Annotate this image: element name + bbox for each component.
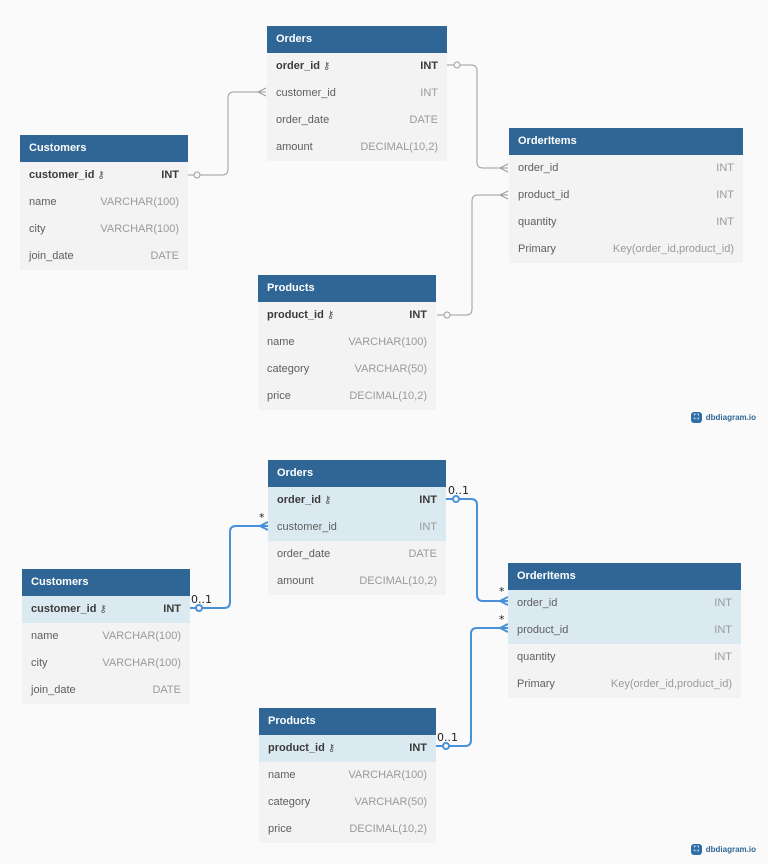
brand-text: dbdiagram.io <box>705 845 756 854</box>
cardinality-one-label: 0..1 <box>191 593 212 606</box>
one-end-circle <box>452 495 460 503</box>
dbdiagram-logo-icon: ⛶ <box>690 844 702 855</box>
key-icon: ⚷ <box>99 604 107 615</box>
edge-products-orderitems <box>436 627 508 747</box>
column-row[interactable]: customer_id⚷INT <box>29 169 179 181</box>
key-icon: ⚷ <box>323 61 331 72</box>
diagram-canvas-highlighted: 0..1 * 0..1 * 0..1 * Orders order_id⚷INT… <box>0 432 768 864</box>
key-icon: ⚷ <box>97 170 105 181</box>
cardinality-one-label: 0..1 <box>448 484 469 497</box>
key-icon: ⚷ <box>326 310 335 321</box>
cardinality-many-label: * <box>499 613 505 626</box>
table-header[interactable]: Customers <box>20 135 188 162</box>
many-end-crowfoot <box>499 623 509 633</box>
column-row[interactable]: product_id⚷INT <box>259 735 436 762</box>
key-icon: ⚷ <box>327 743 336 754</box>
table-header[interactable]: OrderItems <box>509 128 743 155</box>
one-end-circle <box>195 604 203 612</box>
brand-text: dbdiagram.io <box>705 413 756 422</box>
cardinality-one-label: 0..1 <box>437 731 458 744</box>
column-row[interactable]: customer_id⚷INT <box>22 596 190 623</box>
key-icon: ⚷ <box>324 495 332 506</box>
one-end-circle <box>442 742 450 750</box>
column-row[interactable]: product_id⚷INT <box>267 309 427 321</box>
column-row[interactable]: order_id⚷INT <box>276 60 438 72</box>
edge-customers-orders <box>189 525 268 609</box>
edge-customers-orders <box>187 91 266 176</box>
many-end-crowfoot <box>499 190 509 200</box>
relationship-edges <box>189 495 509 750</box>
brand-watermark[interactable]: ⛶ dbdiagram.io <box>690 844 756 855</box>
edge-orders-orderitems <box>446 498 508 602</box>
cardinality-many-label: * <box>499 585 505 598</box>
edge-products-orderitems <box>437 194 508 316</box>
one-end-circle <box>193 171 201 179</box>
many-end-crowfoot <box>499 596 509 606</box>
cardinality-many-label: * <box>259 511 265 524</box>
column-row[interactable]: order_id⚷INT <box>268 487 446 514</box>
table-header[interactable]: Products <box>258 275 436 302</box>
table-header[interactable]: Orders <box>267 26 447 53</box>
table-header[interactable]: Orders <box>268 460 446 487</box>
one-end-circle <box>443 311 451 319</box>
table-header[interactable]: Customers <box>22 569 190 596</box>
edge-orders-orderitems <box>447 64 508 169</box>
one-end-circle <box>453 61 461 69</box>
table-header[interactable]: Products <box>259 708 436 735</box>
many-end-crowfoot <box>257 87 267 97</box>
dbdiagram-logo-icon: ⛶ <box>690 412 702 423</box>
relationship-edges <box>187 61 509 319</box>
table-header[interactable]: OrderItems <box>508 563 741 590</box>
many-end-crowfoot <box>499 163 509 173</box>
brand-watermark[interactable]: ⛶ dbdiagram.io <box>690 412 756 423</box>
many-end-crowfoot <box>259 521 269 531</box>
